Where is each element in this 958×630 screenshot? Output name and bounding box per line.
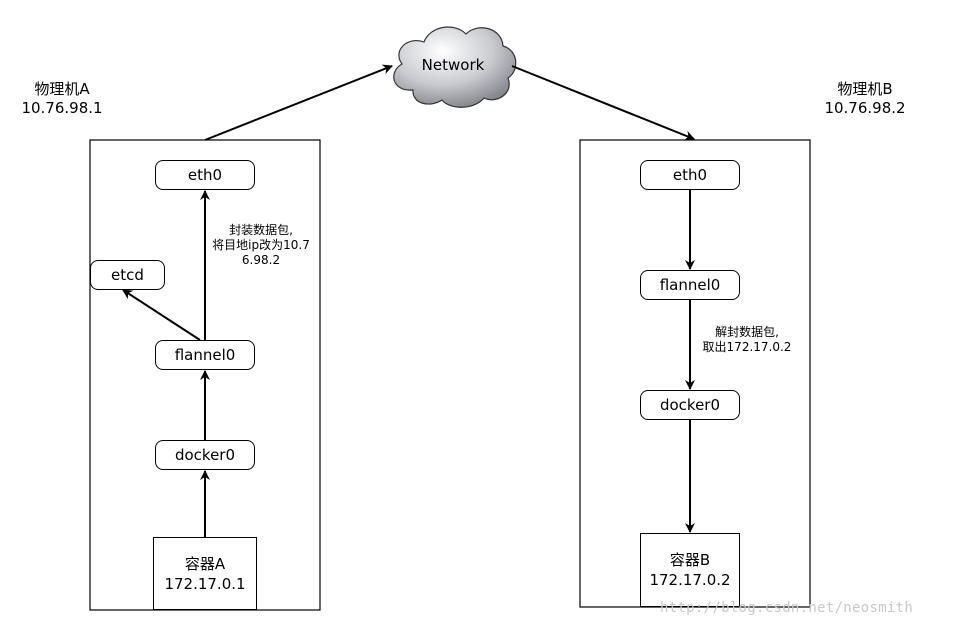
host-b-label: 物理机B 10.76.98.2 — [805, 80, 925, 118]
host-b-docker0-node: docker0 — [640, 390, 740, 420]
host-b-frame — [579, 139, 811, 608]
host-a-eth0-node: eth0 — [155, 160, 255, 190]
container-a-name: 容器A — [184, 554, 226, 573]
container-b-ip: 172.17.0.2 — [649, 571, 731, 589]
edge-flannel0-to-etcd — [122, 289, 201, 341]
host-b-container-box: 容器B 172.17.0.2 — [640, 533, 740, 607]
network-label: Network — [421, 56, 485, 74]
host-a-annotation-line2: 将目地ip改为10.7 — [212, 238, 310, 252]
edge-host-a-to-network — [204, 64, 393, 141]
container-a-ip: 172.17.0.1 — [164, 574, 246, 593]
host-a-annotation: 封装数据包, 将目地ip改为10.7 6.98.2 — [206, 223, 316, 268]
host-b-flannel0-node: flannel0 — [640, 270, 740, 300]
host-a-etcd-node: etcd — [90, 260, 165, 290]
host-b-ip: 10.76.98.2 — [824, 99, 906, 117]
edge-network-to-host-b — [511, 65, 695, 141]
host-a-ip: 10.76.98.1 — [21, 99, 103, 117]
network-cloud — [393, 26, 517, 108]
host-a-docker0-node: docker0 — [155, 440, 255, 470]
host-a-flannel0-node: flannel0 — [155, 340, 255, 370]
container-b-name: 容器B — [669, 551, 711, 569]
host-b-name: 物理机B — [837, 80, 893, 98]
host-b-annotation-line1: 解封数据包, — [715, 325, 779, 339]
host-a-container-box: 容器A 172.17.0.1 — [153, 537, 257, 610]
host-b-eth0-node: eth0 — [640, 160, 740, 190]
host-b-annotation: 解封数据包, 取出172.17.0.2 — [692, 325, 802, 355]
host-a-label: 物理机A 10.76.98.1 — [2, 80, 122, 118]
host-b-annotation-line2: 取出172.17.0.2 — [702, 340, 792, 354]
host-a-name: 物理机A — [34, 80, 90, 98]
watermark-text: http://blog.csdn.net/neosmith — [660, 600, 914, 616]
host-a-annotation-line3: 6.98.2 — [241, 253, 281, 267]
host-a-annotation-line1: 封装数据包, — [229, 223, 293, 237]
